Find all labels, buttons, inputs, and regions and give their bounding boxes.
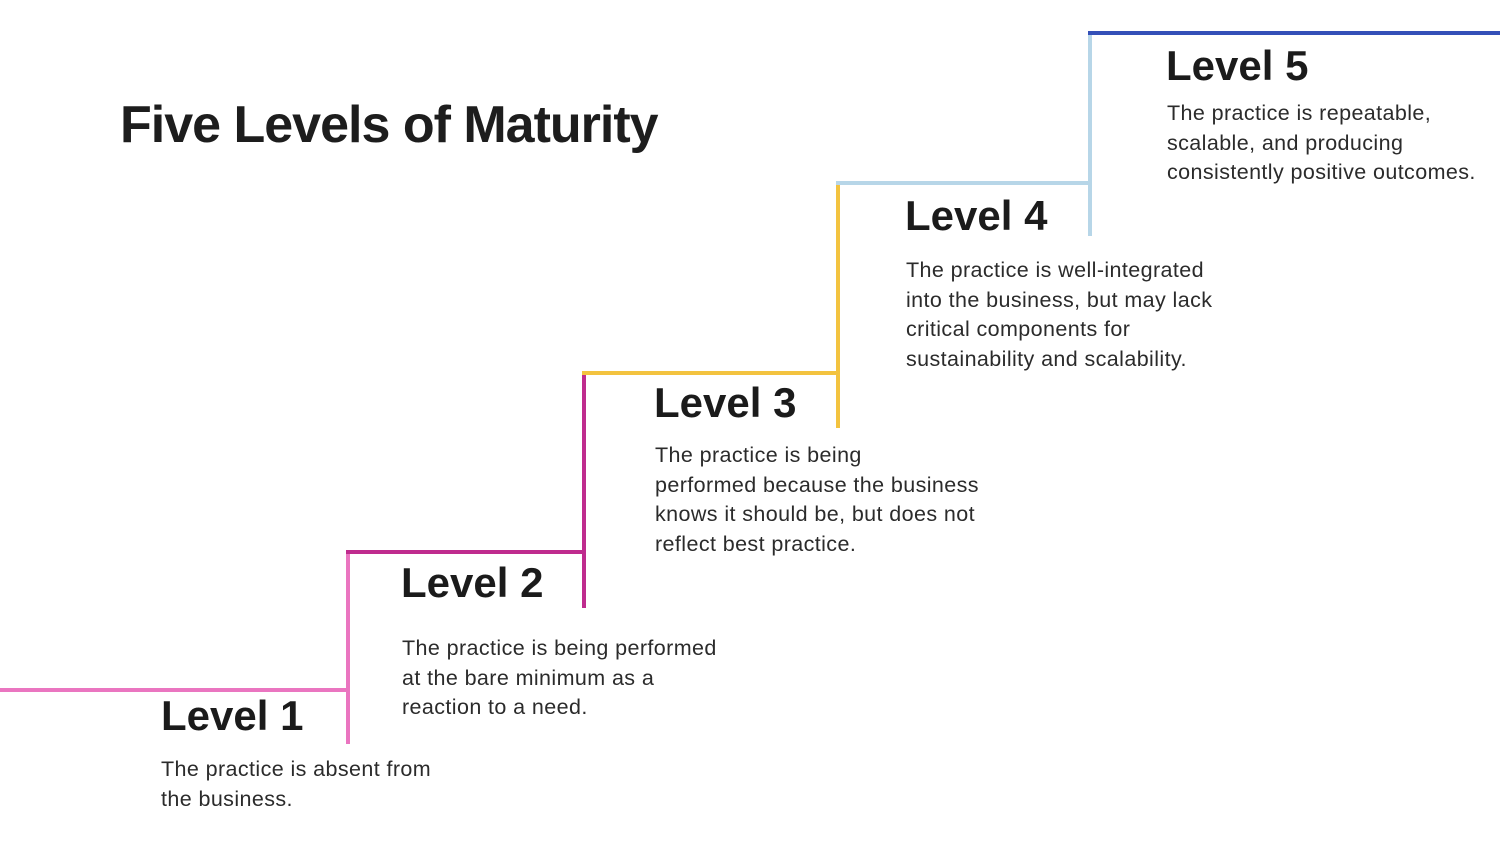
level-1-riser-line — [346, 550, 350, 744]
level-5-step-line — [1088, 31, 1500, 35]
level-3-step-line — [582, 371, 840, 375]
level-4-description: The practice is well-integrated into the… — [906, 258, 1213, 371]
level-2-label: Level 2 — [401, 559, 544, 606]
level-3-label: Level 3 — [654, 379, 797, 426]
level-4-step-line — [836, 181, 1092, 185]
level-1-step-line — [0, 688, 350, 692]
level-2-description: The practice is being performed at the b… — [402, 636, 717, 719]
level-2-riser-line — [582, 371, 586, 608]
page-title: Five Levels of Maturity — [120, 96, 659, 154]
level-5-description: The practice is repeatable, scalable, an… — [1167, 101, 1476, 184]
level-1-description: The practice is absent from the business… — [161, 757, 432, 811]
level-4-label: Level 4 — [905, 192, 1048, 239]
level-1-label: Level 1 — [161, 692, 304, 739]
level-4-riser-line — [1088, 31, 1092, 236]
level-5-label: Level 5 — [1166, 42, 1309, 89]
level-2-step-line — [346, 550, 586, 554]
level-3-riser-line — [836, 181, 840, 428]
level-3-description: The practice is being performed because … — [655, 443, 979, 556]
